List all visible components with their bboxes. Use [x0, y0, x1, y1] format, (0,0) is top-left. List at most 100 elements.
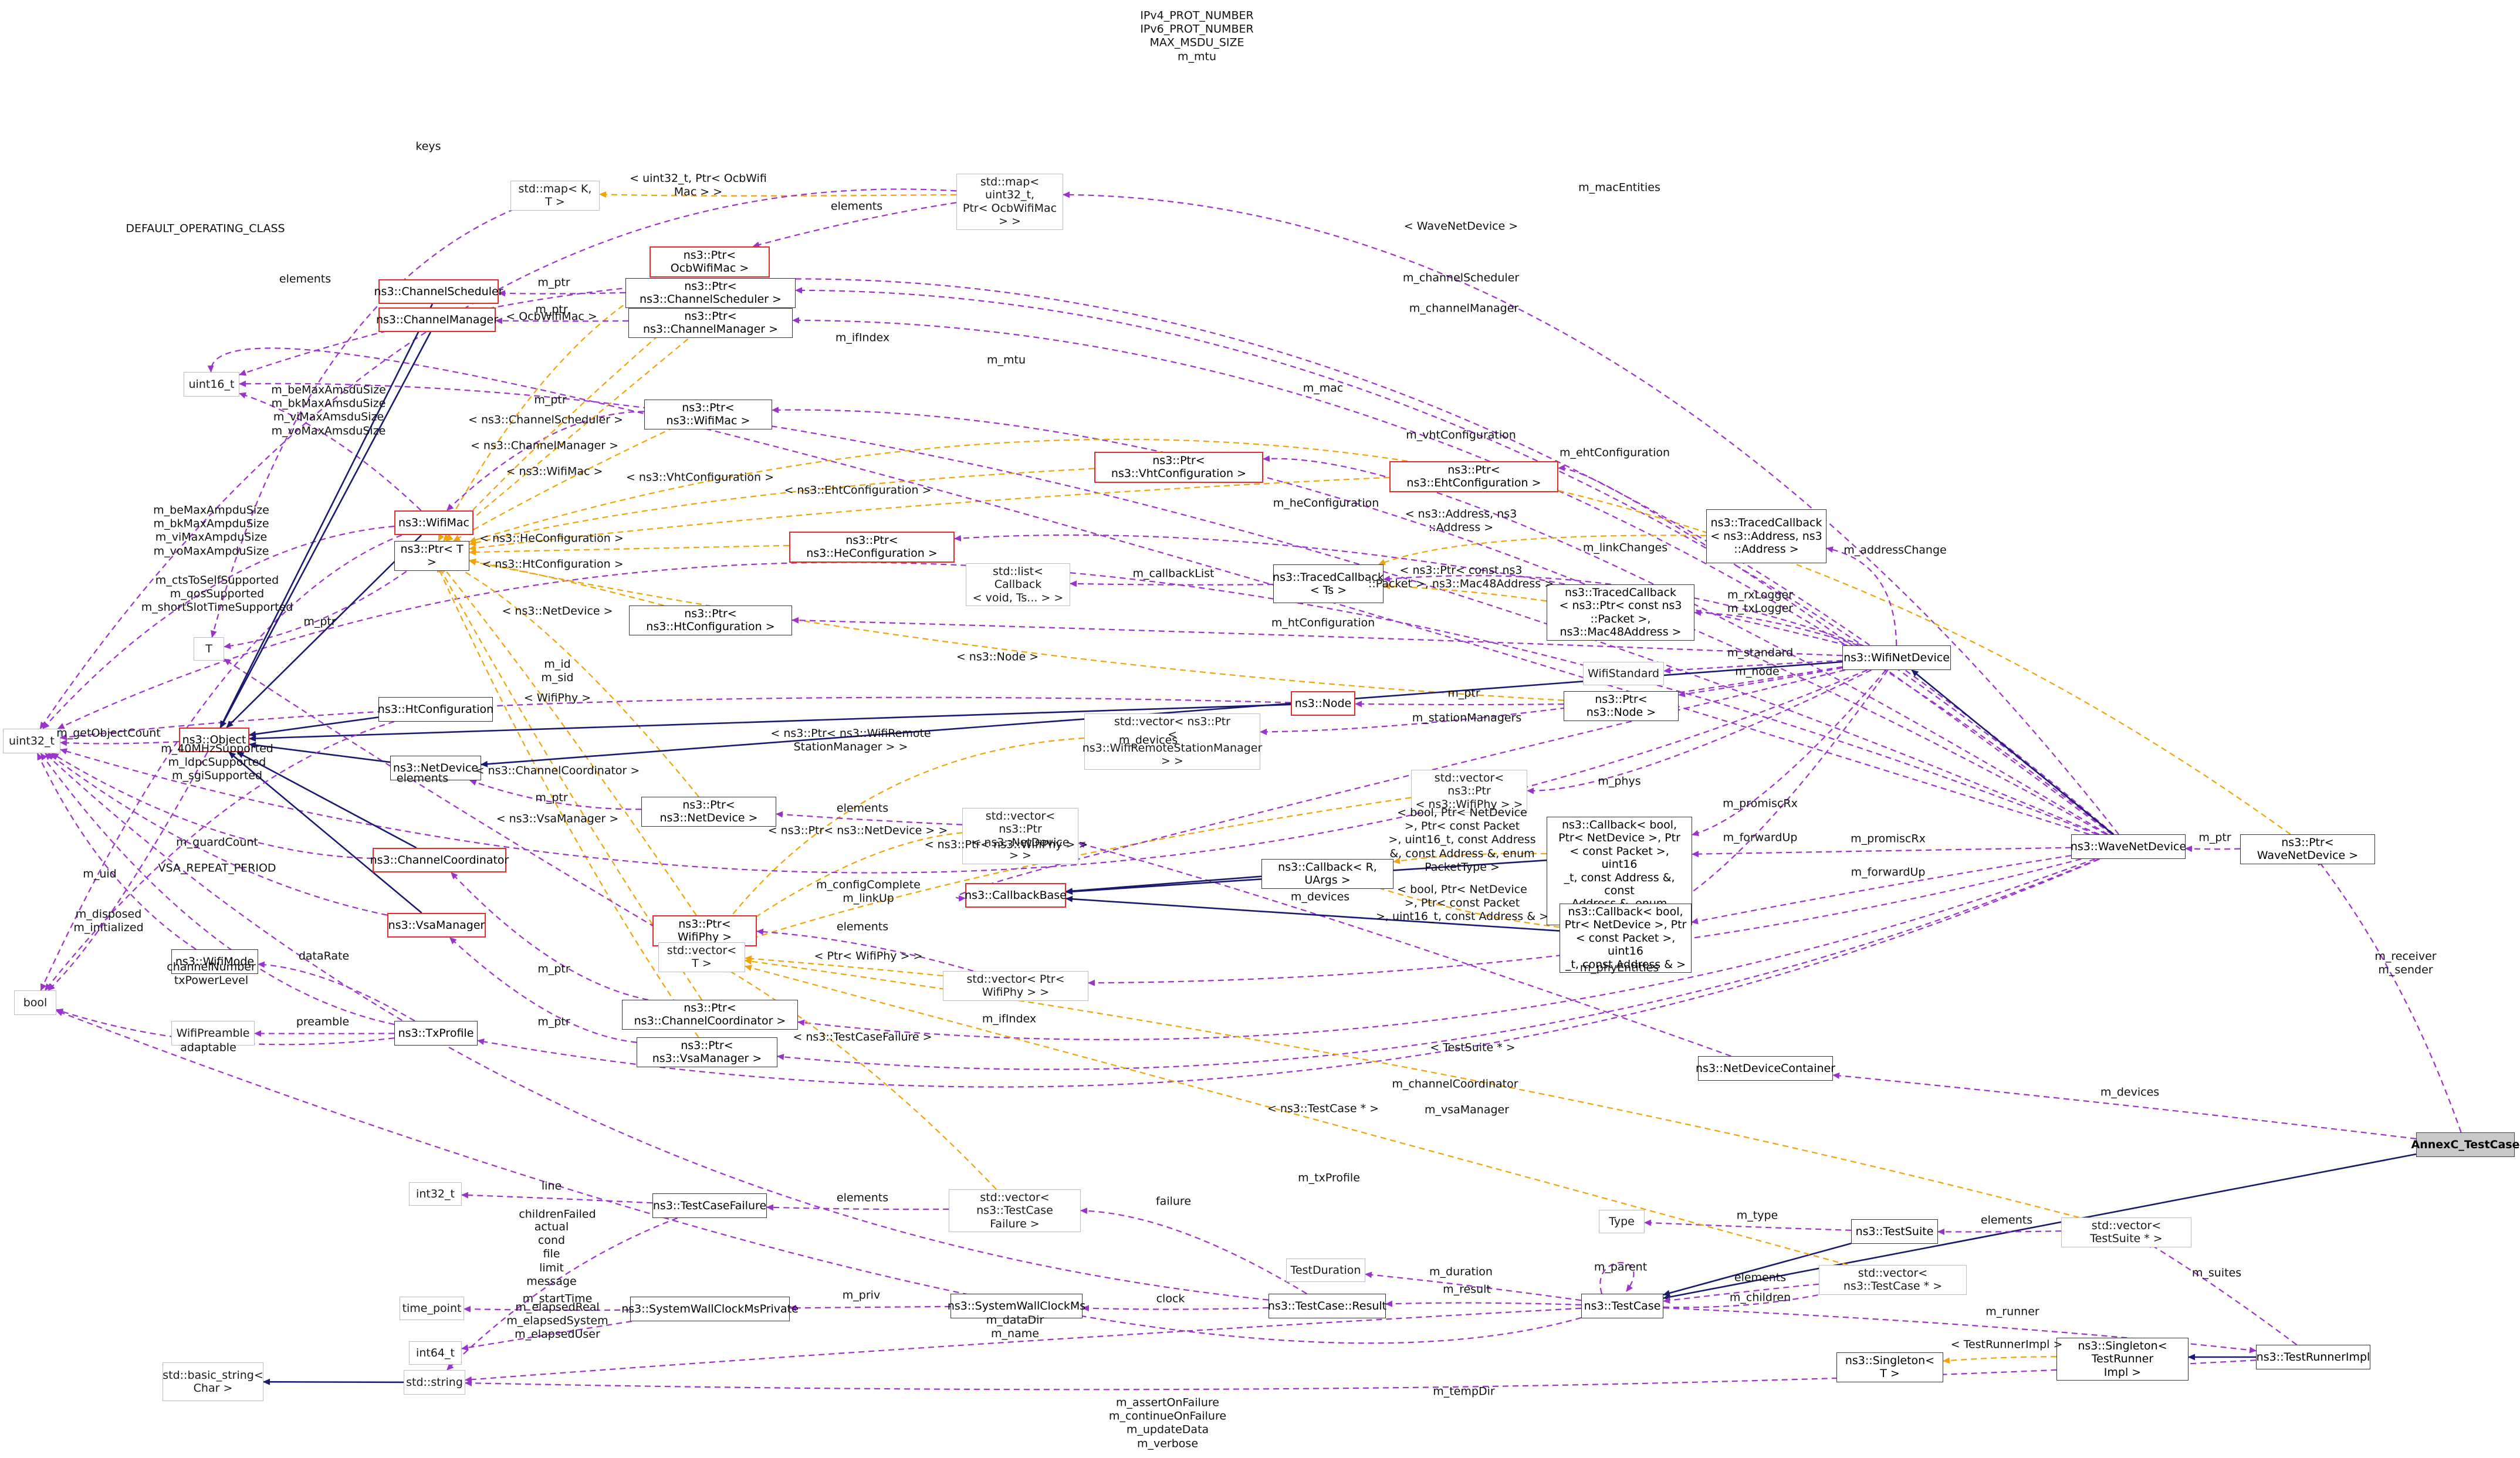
edge-testcase-result	[1385, 1300, 1582, 1307]
class-node-ptrOcb[interactable]: ns3::Ptr< OcbWifiMac >	[650, 246, 770, 278]
edge-tracedPacket-tracedTs	[1383, 583, 1547, 602]
class-node-singletonTR[interactable]: ns3::Singleton< TestRunner Impl >	[2056, 1338, 2188, 1381]
class-node-ptrChanSched[interactable]: ns3::Ptr< ns3::ChannelScheduler >	[625, 278, 796, 308]
class-node-vecStation[interactable]: std::vector< ns3::Ptr < ns3::WifiRemoteS…	[1083, 713, 1262, 770]
class-node-vecCases[interactable]: std::vector< ns3::TestCase * >	[1819, 1265, 1967, 1295]
class-node-cb2[interactable]: ns3::Callback< bool, Ptr< NetDevice >, P…	[1560, 904, 1692, 973]
class-node-ptrWifiPhy[interactable]: ns3::Ptr< WifiPhy >	[652, 915, 757, 946]
class-node-txprofile[interactable]: ns3::TxProfile	[394, 1021, 478, 1046]
class-node-ptrWave[interactable]: ns3::Ptr< WaveNetDevice >	[2240, 834, 2375, 864]
edge-htconf-object	[249, 716, 379, 738]
class-node-vecWifiPhy[interactable]: std::vector< ns3::Ptr < ns3::WifiPhy > >	[1411, 770, 1527, 813]
class-node-htconf[interactable]: ns3::HtConfiguration	[378, 697, 493, 722]
class-node-node[interactable]: ns3::Node	[1291, 691, 1355, 716]
class-node-chansched[interactable]: ns3::ChannelScheduler	[374, 279, 503, 304]
edge-node-object	[249, 703, 1291, 742]
edge-testcase-duration	[1365, 1271, 1582, 1301]
class-node-int64[interactable]: int64_t	[409, 1341, 462, 1365]
edge-ptrVht-ptrT	[469, 468, 1095, 546]
edge-vecWifiPhy-vectorT	[739, 797, 1412, 943]
class-node-syswcmpriv[interactable]: ns3::SystemWallClockMsPrivate	[621, 1297, 799, 1321]
class-node-mapOcb[interactable]: std::map< uint32_t, Ptr< OcbWifiMac > >	[956, 174, 1063, 230]
class-node-tcfailure[interactable]: ns3::TestCaseFailure	[652, 1193, 767, 1218]
edge-wavenet-ptrVsa	[777, 858, 2099, 1070]
edge-annexc-ptrWave	[2316, 858, 2462, 1133]
class-node-mapKT[interactable]: std::map< K, T >	[510, 181, 600, 211]
edge-wifinet-tracedPacket	[1694, 609, 1859, 647]
class-node-testrunner[interactable]: ns3::TestRunnerImpl	[2256, 1345, 2370, 1369]
class-node-chancoord[interactable]: ns3::ChannelCoordinator	[370, 848, 509, 872]
class-node-uint16[interactable]: uint16_t	[184, 372, 239, 397]
class-node-vsamanager[interactable]: ns3::VsaManager	[387, 913, 486, 938]
class-node-netdevcontainer[interactable]: ns3::NetDeviceContainer	[1696, 1056, 1835, 1081]
class-node-ptrChanMan[interactable]: ns3::Ptr< ns3::ChannelManager >	[628, 308, 793, 338]
class-node-uint32[interactable]: uint32_t	[3, 729, 60, 753]
class-node-chanman[interactable]: ns3::ChannelManager	[376, 307, 498, 332]
class-node-ptrHt[interactable]: ns3::Ptr< ns3::HtConfiguration >	[629, 605, 792, 635]
class-node-netdevice[interactable]: ns3::NetDevice	[390, 756, 481, 780]
class-node-wifistandard[interactable]: WifiStandard	[1583, 662, 1664, 685]
class-node-syswcm[interactable]: ns3::SystemWallClockMs	[948, 1294, 1085, 1318]
class-node-tracedTs[interactable]: ns3::TracedCallback < Ts >	[1273, 564, 1384, 603]
edge-wifinet-vecStation	[1260, 666, 1843, 735]
class-node-testcase[interactable]: ns3::TestCase	[1581, 1294, 1663, 1318]
class-node-timepoint[interactable]: time_point	[400, 1297, 464, 1320]
edge-mapOcb-ptrOcb	[752, 202, 957, 248]
edge-wifinet-wifistandard	[1663, 659, 1843, 674]
class-node-ptrWifiMac[interactable]: ns3::Ptr< ns3::WifiMac >	[644, 400, 772, 429]
class-node-bool[interactable]: bool	[14, 990, 56, 1015]
edge-singletonTR-singletonT	[1943, 1356, 2057, 1364]
class-node-duration[interactable]: TestDuration	[1286, 1259, 1365, 1282]
class-node-vecNetDev[interactable]: std::vector< ns3::Ptr < ns3::NetDevice >…	[962, 808, 1078, 864]
class-node-tracedAddr[interactable]: ns3::TracedCallback < ns3::Address, ns3 …	[1706, 509, 1826, 563]
edge-mapKT-T	[210, 204, 524, 638]
edge-chanman-object	[219, 331, 432, 728]
edge-cb2-cbbase	[1065, 895, 1560, 932]
edge-wavenet-ptrChanMan	[792, 317, 2113, 835]
class-node-cbbase[interactable]: ns3::CallbackBase	[965, 883, 1067, 908]
class-node-tracedPacket[interactable]: ns3::TracedCallback < ns3::Ptr< const ns…	[1547, 584, 1694, 641]
class-node-testsuite[interactable]: ns3::TestSuite	[1851, 1219, 1938, 1244]
edge-annexc-testcase	[1663, 1153, 2417, 1300]
class-node-wifipreamble[interactable]: WifiPreamble	[171, 1021, 255, 1046]
class-node-wifinet[interactable]: ns3::WifiNetDevice	[1842, 645, 1951, 670]
class-node-vecSuites[interactable]: std::vector< TestSuite * >	[2061, 1217, 2191, 1247]
class-node-cbR[interactable]: ns3::Callback< R, UArgs >	[1261, 859, 1393, 889]
edge-txprofile-bool	[56, 1009, 395, 1046]
class-node-basicstring[interactable]: std::basic_string< Char >	[163, 1362, 263, 1401]
class-node-type[interactable]: Type	[1599, 1210, 1645, 1233]
class-node-T[interactable]: T	[194, 637, 224, 661]
class-node-ptrHe[interactable]: ns3::Ptr< ns3::HeConfiguration >	[789, 532, 955, 563]
class-node-ptrVsa[interactable]: ns3::Ptr< ns3::VsaManager >	[637, 1037, 777, 1067]
class-node-singletonT[interactable]: ns3::Singleton< T >	[1836, 1352, 1943, 1382]
class-node-vecPtrWifiPhy[interactable]: std::vector< Ptr< WifiPhy > >	[943, 971, 1088, 1001]
class-node-result[interactable]: ns3::TestCase::Result	[1268, 1294, 1386, 1318]
class-node-ptrNetDev[interactable]: ns3::Ptr< ns3::NetDevice >	[641, 797, 776, 827]
class-node-ptrVht[interactable]: ns3::Ptr< ns3::VhtConfiguration >	[1094, 452, 1263, 483]
class-node-vecTCF[interactable]: std::vector< ns3::TestCase Failure >	[949, 1189, 1081, 1233]
edge-ptrEht-ptrT	[469, 476, 1390, 552]
edge-wifinet-ptrHe	[954, 534, 1848, 647]
class-node-ptrNode[interactable]: ns3::Ptr< ns3::Node >	[1564, 691, 1679, 721]
class-node-int32[interactable]: int32_t	[409, 1182, 462, 1206]
edge-wifimac-uint16	[239, 392, 422, 511]
edge-result-syswcm	[1082, 1305, 1269, 1312]
edge-object-bool	[48, 752, 208, 991]
class-node-wavenet[interactable]: ns3::WaveNetDevice	[2071, 834, 2186, 859]
class-node-ptrT[interactable]: ns3::Ptr< T >	[394, 541, 469, 571]
class-node-vectorT[interactable]: std::vector< T >	[658, 942, 745, 972]
class-node-object[interactable]: ns3::Object	[179, 728, 249, 752]
edge-txprofile-wifimode	[258, 961, 415, 1021]
class-node-ptrEht[interactable]: ns3::Ptr< ns3::EhtConfiguration >	[1389, 461, 1558, 492]
edge-ptrWifiMac-wifimac	[446, 411, 645, 511]
class-node-wifimode[interactable]: ns3::WifiMode	[171, 949, 258, 974]
class-node-annexc[interactable]: AnnexC_TestCase	[2411, 1132, 2520, 1157]
edge-vecPtrWifiPhy-vectorT	[745, 955, 943, 977]
edge-wavenet-ptrEht	[1558, 464, 2112, 835]
class-node-ptrChanCoord[interactable]: ns3::Ptr< ns3::ChannelCoordinator >	[622, 1000, 798, 1030]
class-node-listCallback[interactable]: std::list< Callback < void, Ts... > >	[966, 563, 1070, 607]
edge-netdevice-object	[249, 742, 391, 763]
class-node-wifimac[interactable]: ns3::WifiMac	[394, 510, 473, 535]
class-node-string[interactable]: std::string	[404, 1370, 465, 1395]
